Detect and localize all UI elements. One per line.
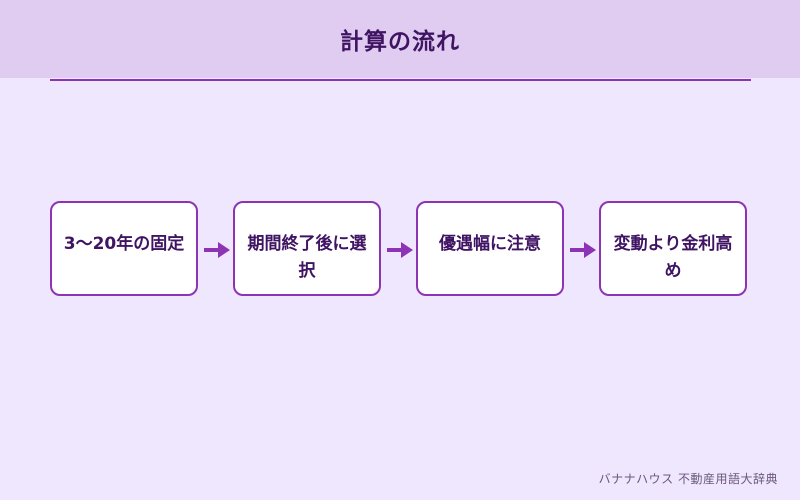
flow-step-label: 3〜20年の固定 [63, 234, 185, 254]
title-divider [50, 79, 751, 81]
arrow-right-icon [387, 242, 413, 258]
flow-step-label: 期間終了後に選択 [247, 234, 367, 281]
flow-step-3: 優遇幅に注意 [416, 201, 564, 296]
arrow-right-icon [570, 242, 596, 258]
flow-step-2: 期間終了後に選択 [233, 201, 381, 296]
page-title: 計算の流れ [340, 29, 460, 55]
flow-step-label: 優遇幅に注意 [439, 234, 541, 254]
flow-step-4: 変動より金利高め [599, 201, 747, 296]
flow-step-label: 変動より金利高め [613, 234, 733, 281]
source-credit: バナナハウス 不動産用語大辞典 [598, 472, 778, 486]
flow-step-1: 3〜20年の固定 [50, 201, 198, 296]
arrow-right-icon [204, 242, 230, 258]
title-banner [0, 0, 800, 78]
